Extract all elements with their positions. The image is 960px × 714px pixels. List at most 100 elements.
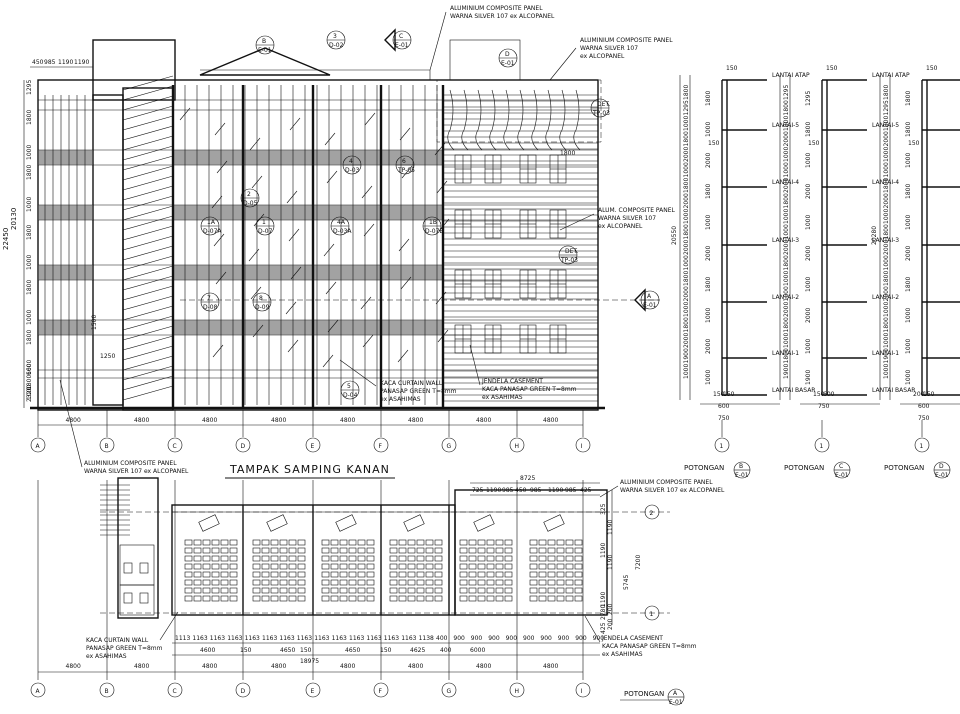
plan-grid-label-A: A <box>36 688 41 695</box>
glass-reflection <box>435 291 447 305</box>
deco-fin <box>531 89 539 151</box>
seat <box>288 547 297 554</box>
section-title: POTONGAN <box>784 464 824 472</box>
note-acp-top: WARNA SILVER 107 ex ALCOPANEL <box>450 13 555 20</box>
seat <box>407 579 416 586</box>
seat <box>261 539 270 546</box>
seat <box>184 547 193 554</box>
plan-note-casement: JENDELA CASEMENT <box>601 635 663 642</box>
glass-reflection <box>325 281 337 295</box>
glass-reflection <box>213 233 225 247</box>
seat <box>229 579 238 586</box>
section-dim-inner: 1000 <box>805 277 812 292</box>
seat <box>220 539 229 546</box>
plan-top-dim-5: 1190 <box>548 487 563 494</box>
plan-bottom-dim2-3: 150 <box>300 647 312 654</box>
seat <box>211 563 220 570</box>
glass-reflection <box>214 122 226 136</box>
seat <box>398 579 407 586</box>
seat <box>220 579 229 586</box>
height-dim-base: 2320 <box>26 387 33 402</box>
plan-row-label: 1 <box>650 611 654 618</box>
core-hatch-line <box>122 195 174 211</box>
note-acp-right-2: ALUM. COMPOSITE PANEL <box>598 207 676 214</box>
seat <box>339 587 348 594</box>
seat <box>565 579 574 586</box>
section-tag-number: 3 <box>333 33 337 40</box>
section-dim-inner: 2000 <box>805 308 812 323</box>
section-dim: 1800 <box>883 178 890 193</box>
plan-bottom-dim2-1: 150 <box>240 647 252 654</box>
seat <box>389 563 398 570</box>
section-dim: 2000 <box>683 240 690 255</box>
spandrel-band <box>173 150 443 165</box>
level-label: LANTAI-2 <box>872 294 899 301</box>
section-dim: 1800 <box>783 193 790 208</box>
section-tag-sheet: D-05 <box>243 200 258 207</box>
section-bottom-dim: 750 <box>918 415 930 422</box>
seat <box>398 539 407 546</box>
section-dim: 1800 <box>783 100 790 115</box>
section-tag-sheet: TP-05 <box>397 167 415 174</box>
seat <box>416 539 425 546</box>
plan-right-dim-4: 5745 <box>623 575 630 590</box>
seat <box>556 587 565 594</box>
seat <box>261 547 270 554</box>
seat <box>504 547 513 554</box>
section-dim: 1000 <box>783 224 790 239</box>
seat <box>495 547 504 554</box>
seat <box>202 539 211 546</box>
seat <box>184 563 193 570</box>
seat <box>184 587 193 594</box>
section-B: LANTAI ATAPLANTAI-5LANTAI-4LANTAI-3LANTA… <box>671 65 815 479</box>
plan-bottom-dim-7: 1163 <box>297 635 312 642</box>
section-dim: 1000 <box>883 147 890 162</box>
section-tag-number: 6 <box>402 158 406 165</box>
section-tag-sheet: D-04 <box>343 392 358 399</box>
section-dim: 2000 <box>883 131 890 146</box>
core-hatch-line <box>122 245 174 261</box>
seat <box>288 579 297 586</box>
seat <box>211 571 220 578</box>
seat <box>261 579 270 586</box>
section-tag-number: 7 <box>207 295 211 302</box>
grid-bubble <box>714 437 730 453</box>
seat <box>538 571 547 578</box>
seat <box>202 587 211 594</box>
seat <box>434 547 443 554</box>
deco-fin <box>559 89 567 151</box>
seat <box>339 571 348 578</box>
seat <box>330 579 339 586</box>
section-bottom-dim: 150 <box>923 391 935 398</box>
plan-bottom-dim2-4: 4650 <box>345 647 360 654</box>
seat <box>477 579 486 586</box>
glass-reflection <box>253 213 265 227</box>
seat <box>193 555 202 562</box>
seat <box>252 579 261 586</box>
section-total-dim: 20280 <box>871 226 878 245</box>
glass-reflection <box>285 301 297 315</box>
section-bottom-dim: 600 <box>718 403 730 410</box>
glass-reflection <box>364 112 376 126</box>
seat <box>468 563 477 570</box>
grid-bubble <box>99 437 115 453</box>
note-acp-right-2: WARNA SILVER 107 <box>598 215 656 222</box>
section-top-dim: 150 <box>808 140 820 147</box>
seat <box>288 587 297 594</box>
section-dim: 1800 <box>883 224 890 239</box>
seat <box>389 539 398 546</box>
section-top-dim: 150 <box>708 140 720 147</box>
section-views: LANTAI ATAPLANTAI-5LANTAI-4LANTAI-3LANTA… <box>671 65 960 479</box>
seat <box>538 595 547 602</box>
section-bottom-dim: 200 <box>913 391 925 398</box>
plan-top-dim-3: 450 <box>515 487 527 494</box>
core-hatch-line <box>122 255 174 271</box>
seat <box>459 555 468 562</box>
seat <box>229 571 238 578</box>
plan-bottom-dim-11: 1163 <box>366 635 381 642</box>
section-dim: 2000 <box>683 147 690 162</box>
seat <box>211 539 220 546</box>
section-dim: 2000 <box>883 286 890 301</box>
seat <box>477 587 486 594</box>
section-dim: 1800 <box>883 317 890 332</box>
